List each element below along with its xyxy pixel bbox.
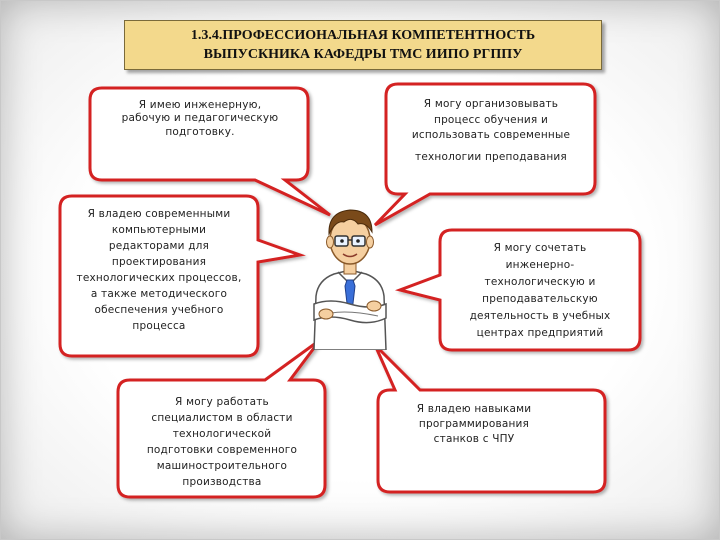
bubble-editors [58, 194, 306, 358]
page-title: 1.3.4.ПРОФЕССИОНАЛЬНАЯ КОМПЕТЕНТНОСТЬ ВЫ… [124, 20, 602, 70]
bubble-line: процесс обучения и [434, 113, 548, 126]
bubble-line: деятельность в учебных [469, 310, 611, 322]
bubble-line: проектирования [111, 256, 207, 268]
bubble-specialist [116, 338, 327, 499]
bubble-organize [373, 82, 597, 227]
bubble-line: Я имею инженерную, [138, 99, 262, 111]
bubble-line: технологических процессов, [76, 272, 242, 284]
bubble-cnc [373, 343, 607, 494]
title-line-1: 1.3.4.ПРОФЕССИОНАЛЬНАЯ КОМПЕТЕНТНОСТЬ [190, 28, 536, 43]
bubble-line: Я могу организовывать [423, 98, 559, 110]
bubble-line: Я владею современными [87, 208, 231, 220]
bubble-line: специалистом в области [151, 412, 293, 424]
bubble-line: Я могу работать [175, 396, 269, 408]
bubble-line: машиностроительного [156, 460, 288, 472]
bubble-specialist-text: Я могу работать специалистом в области т… [124, 394, 320, 490]
smile [342, 253, 358, 258]
bubble-line: программирования [418, 418, 530, 430]
bubble-line: преподавательскую [482, 293, 598, 305]
bubble-line: технологической [172, 428, 272, 440]
bubble-line: производства [182, 476, 262, 488]
bubble-line: обеспечения учебного [94, 304, 224, 316]
bubble-engineering [88, 86, 331, 217]
bubble-line: процесса [132, 320, 186, 332]
right-eye [356, 239, 360, 243]
bubble-editors-text: Я владею современными компьютерными реда… [64, 206, 254, 334]
bubble-combine-text: Я могу сочетать инженерно- технологическ… [446, 240, 634, 342]
bubble-line: редакторами для [108, 240, 210, 252]
graduate-character-illustration [313, 209, 387, 350]
bubble-line: компьютерными [111, 224, 207, 236]
bubble-organize-text: Я могу организовывать процесс обучения и… [394, 97, 588, 165]
hair [328, 209, 373, 236]
bubble-line: технологическую и [484, 276, 596, 288]
bubble-line: центрах предприятий [476, 327, 604, 339]
bubble-line: станков с ЧПУ [433, 433, 515, 445]
bubble-line: инженерно- [505, 259, 575, 271]
left-hand [366, 300, 382, 312]
bubble-cnc-text: Я владею навыками программирования станк… [384, 402, 564, 447]
bubble-line: подготовку. [165, 125, 235, 138]
left-ear [326, 235, 334, 249]
bubble-line: подготовки современного [146, 444, 298, 456]
bubble-combine [394, 228, 642, 352]
title-line-2: ВЫПУСКНИКА КАФЕДРЫ ТМС ИИПО РГППУ [203, 47, 523, 62]
bubble-line: Я могу сочетать [493, 242, 587, 254]
bubble-line: а также методического [90, 288, 228, 300]
bubble-line: Я владею навыками [416, 403, 532, 415]
bubble-engineering-text: Я имею инженерную, рабочую и педагогичес… [100, 99, 300, 139]
left-eye [340, 239, 344, 243]
bubble-line: технологии преподавания [415, 150, 567, 163]
right-ear [366, 235, 374, 249]
right-hand [318, 308, 334, 320]
bubble-line: рабочую и педагогическую [121, 112, 279, 125]
bubble-line: использовать современные [411, 129, 571, 141]
